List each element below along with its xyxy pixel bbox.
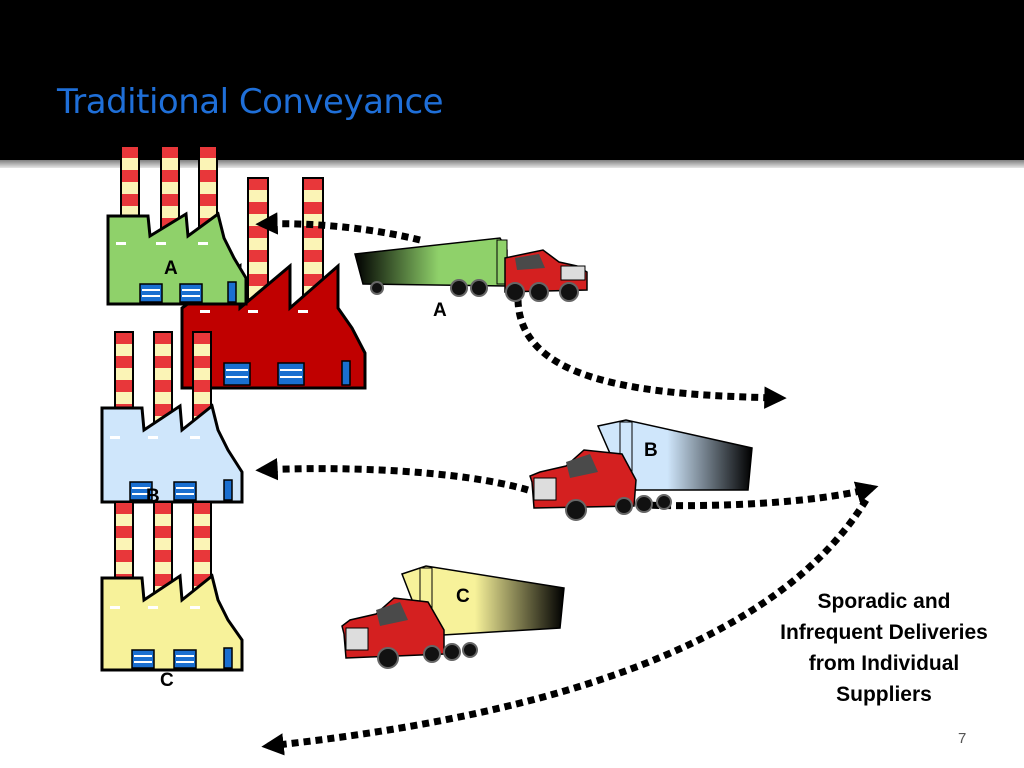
page-number: 7: [958, 730, 967, 747]
arrow-truck-b-to-factory-b: [255, 458, 529, 494]
truck-c: C: [341, 565, 565, 669]
factory-b: B: [100, 331, 244, 507]
truck-a-label: A: [433, 300, 447, 321]
truck-b: B: [529, 419, 753, 521]
trailer: [354, 237, 508, 287]
factory-c-label: C: [160, 670, 174, 691]
arrow-truck-a-to-factory-a: [255, 212, 421, 244]
truck-a: A: [354, 237, 588, 321]
title-bar: [0, 0, 1024, 160]
caption-text: Sporadic and Infrequent Deliveries from …: [780, 590, 988, 706]
factory-body: [100, 573, 244, 672]
arrow-return-to-factories: [261, 498, 869, 756]
factory-body: [100, 403, 244, 504]
factory-a-label: A: [164, 258, 178, 279]
factory-a: A: [106, 145, 248, 306]
arrow-truck-b-outbound: [639, 481, 879, 510]
factory-body: [106, 211, 248, 306]
arrow-truck-a-outbound: [514, 299, 787, 409]
truck-b-label: B: [644, 440, 658, 461]
slide-title: Traditional Conveyance: [57, 82, 444, 122]
title-divider: [0, 160, 1024, 168]
factory-c: C: [100, 501, 244, 691]
truck-c-label: C: [456, 586, 470, 607]
